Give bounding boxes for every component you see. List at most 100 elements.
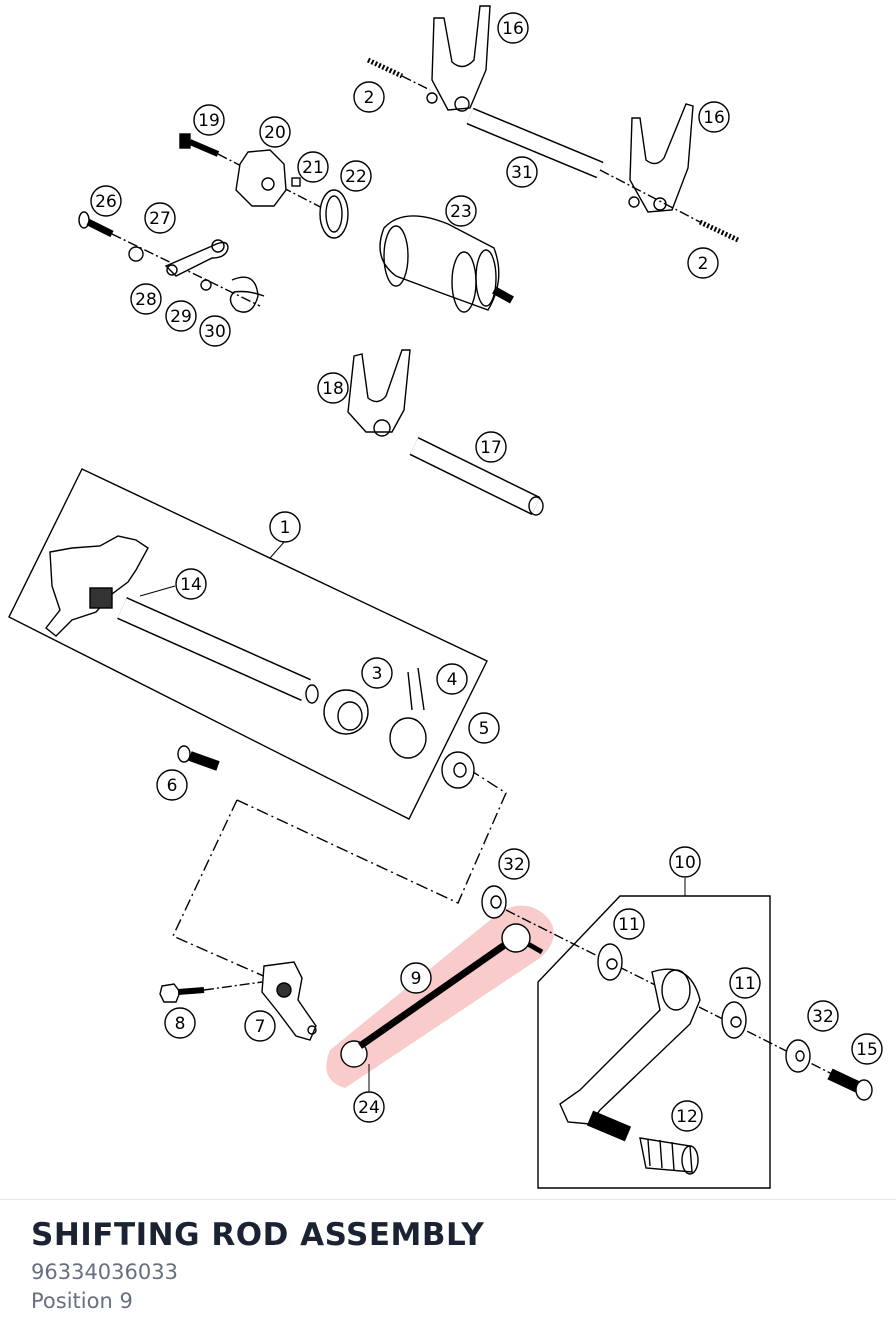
part-info-panel: SHIFTING ROD ASSEMBLY 96334036033 Positi… [31, 1212, 484, 1316]
shift-lever-7 [261, 961, 317, 1041]
bearing-11-upper [597, 943, 623, 981]
callout-27: 27 [144, 202, 176, 234]
svg-text:32: 32 [812, 1007, 834, 1027]
svg-text:18: 18 [322, 379, 344, 399]
shift-rod-9 [340, 923, 544, 1068]
spring-clip-4 [389, 667, 427, 759]
bearing-11-lower [721, 1001, 747, 1039]
shift-shaft-14 [45, 535, 319, 704]
leader-lines [139, 540, 686, 1092]
svg-text:22: 22 [345, 167, 367, 187]
svg-text:4: 4 [447, 670, 458, 690]
callout-10: 10 [669, 846, 701, 878]
assembly-connection-line [172, 769, 507, 979]
svg-text:21: 21 [302, 158, 324, 178]
callout-9: 9 [400, 962, 432, 994]
svg-text:32: 32 [503, 855, 525, 875]
callout-16-right: 16 [698, 101, 730, 133]
group-box-1 [8, 468, 488, 820]
svg-text:9: 9 [411, 969, 422, 989]
callout-3: 3 [361, 657, 393, 689]
shift-fork-left-16 [426, 5, 491, 112]
callout-18: 18 [317, 372, 349, 404]
callout-28: 28 [130, 283, 162, 315]
group-box-10 [537, 895, 771, 1189]
svg-text:1: 1 [280, 518, 291, 538]
svg-text:24: 24 [358, 1098, 380, 1118]
callout-21: 21 [297, 151, 329, 183]
detent-lever-28 [164, 239, 229, 277]
callout-12: 12 [671, 1100, 703, 1132]
shift-fork-right-16 [628, 103, 694, 213]
bearing-22 [319, 189, 349, 239]
washer-27 [128, 246, 144, 262]
svg-text:20: 20 [264, 123, 286, 143]
svg-text:19: 19 [198, 111, 220, 131]
callout-26: 26 [90, 185, 122, 217]
callout-29: 29 [165, 300, 197, 332]
bolt-8 [159, 983, 205, 1003]
callout-15: 15 [851, 1033, 883, 1065]
callout-31: 31 [506, 156, 538, 188]
callout-30: 30 [199, 315, 231, 347]
svg-text:17: 17 [480, 438, 502, 458]
svg-text:26: 26 [95, 192, 117, 212]
part-title: SHIFTING ROD ASSEMBLY [31, 1217, 485, 1253]
callout-23: 23 [445, 195, 477, 227]
callout-17: 17 [475, 431, 507, 463]
collar-3 [323, 689, 369, 735]
svg-text:12: 12 [676, 1107, 698, 1127]
svg-text:2: 2 [364, 88, 375, 108]
bolt-19 [179, 133, 191, 149]
callout-7: 7 [244, 1010, 276, 1042]
svg-text:29: 29 [170, 307, 192, 327]
svg-text:5: 5 [479, 719, 490, 739]
part-position: Position 9 [31, 1289, 133, 1313]
footpeg-rubber-12 [639, 1137, 699, 1175]
callout-2-top: 2 [353, 81, 385, 113]
svg-text:2: 2 [698, 254, 709, 274]
svg-text:10: 10 [674, 853, 696, 873]
washer-29 [200, 279, 212, 291]
washer-5 [441, 751, 475, 789]
callout-5: 5 [468, 712, 500, 744]
callout-20: 20 [259, 116, 291, 148]
shift-pedal-10 [559, 968, 701, 1142]
part-number: 96334036033 [31, 1260, 178, 1284]
washer-32-left [481, 885, 507, 919]
callout-14: 14 [175, 568, 207, 600]
svg-text:14: 14 [180, 575, 202, 595]
shift-drum-23 [379, 215, 514, 313]
callout-32-right: 32 [807, 1000, 839, 1032]
pin-21 [291, 177, 301, 187]
bolt-6 [177, 745, 220, 771]
callout-19: 19 [193, 104, 225, 136]
svg-text:31: 31 [511, 163, 533, 183]
callout-4: 4 [436, 663, 468, 695]
svg-text:23: 23 [450, 202, 472, 222]
svg-text:7: 7 [255, 1017, 266, 1037]
shift-fork-18 [347, 349, 411, 437]
svg-text:11: 11 [618, 915, 640, 935]
svg-text:16: 16 [703, 108, 725, 128]
section-divider [0, 1199, 896, 1200]
svg-text:6: 6 [167, 776, 178, 796]
spring-2-right [698, 219, 740, 243]
part-callouts: 16 2 16 31 2 19 20 21 22 23 26 27 28 29 … [90, 12, 883, 1132]
callout-11-lower: 11 [729, 967, 761, 999]
callout-22: 22 [340, 160, 372, 192]
callout-32-left: 32 [498, 848, 530, 880]
bolt-26 [78, 211, 114, 238]
svg-text:27: 27 [149, 209, 171, 229]
svg-text:28: 28 [135, 290, 157, 310]
callout-24: 24 [353, 1091, 385, 1123]
torsion-spring-30 [229, 276, 265, 313]
washer-32-right [785, 1039, 811, 1073]
spring-2-top [366, 57, 404, 79]
shift-drum-cam-20 [235, 149, 287, 207]
svg-text:15: 15 [856, 1040, 878, 1060]
exploded-parts-diagram: 16 2 16 31 2 19 20 21 22 23 26 27 28 29 … [8, 5, 883, 1189]
svg-text:8: 8 [175, 1014, 186, 1034]
callout-16-top: 16 [497, 12, 529, 44]
svg-text:3: 3 [372, 664, 383, 684]
